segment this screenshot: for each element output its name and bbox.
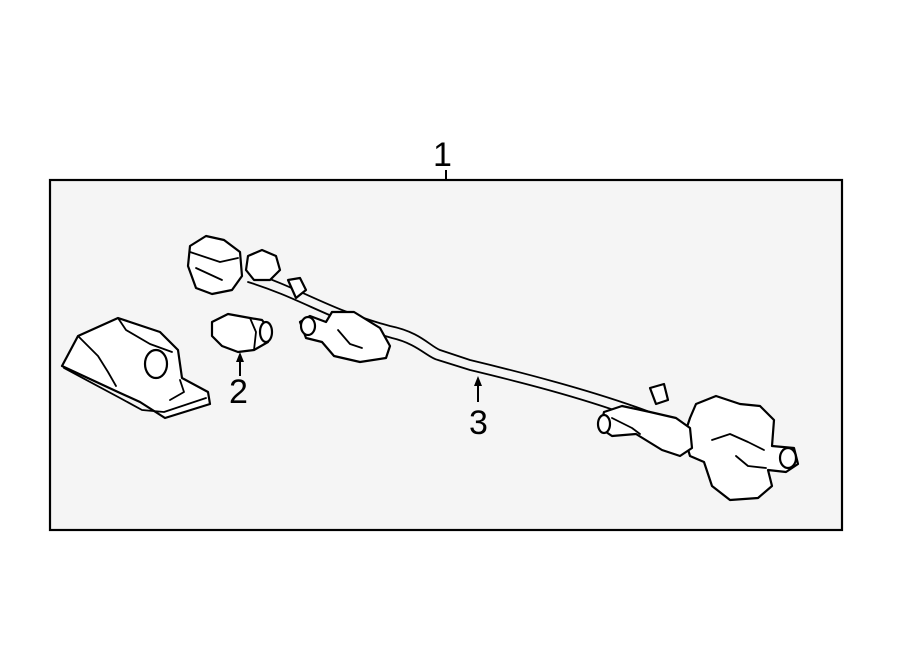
bulb [210,312,274,354]
license-lamp-housing [60,316,212,420]
callout-2-arrowhead [236,352,244,362]
callout-1-label: 1 [433,136,452,174]
callout-3-arrowhead [474,376,482,386]
callout-3-label: 3 [469,404,488,442]
callout-2-label: 2 [229,373,248,411]
wire-harness [186,234,800,502]
